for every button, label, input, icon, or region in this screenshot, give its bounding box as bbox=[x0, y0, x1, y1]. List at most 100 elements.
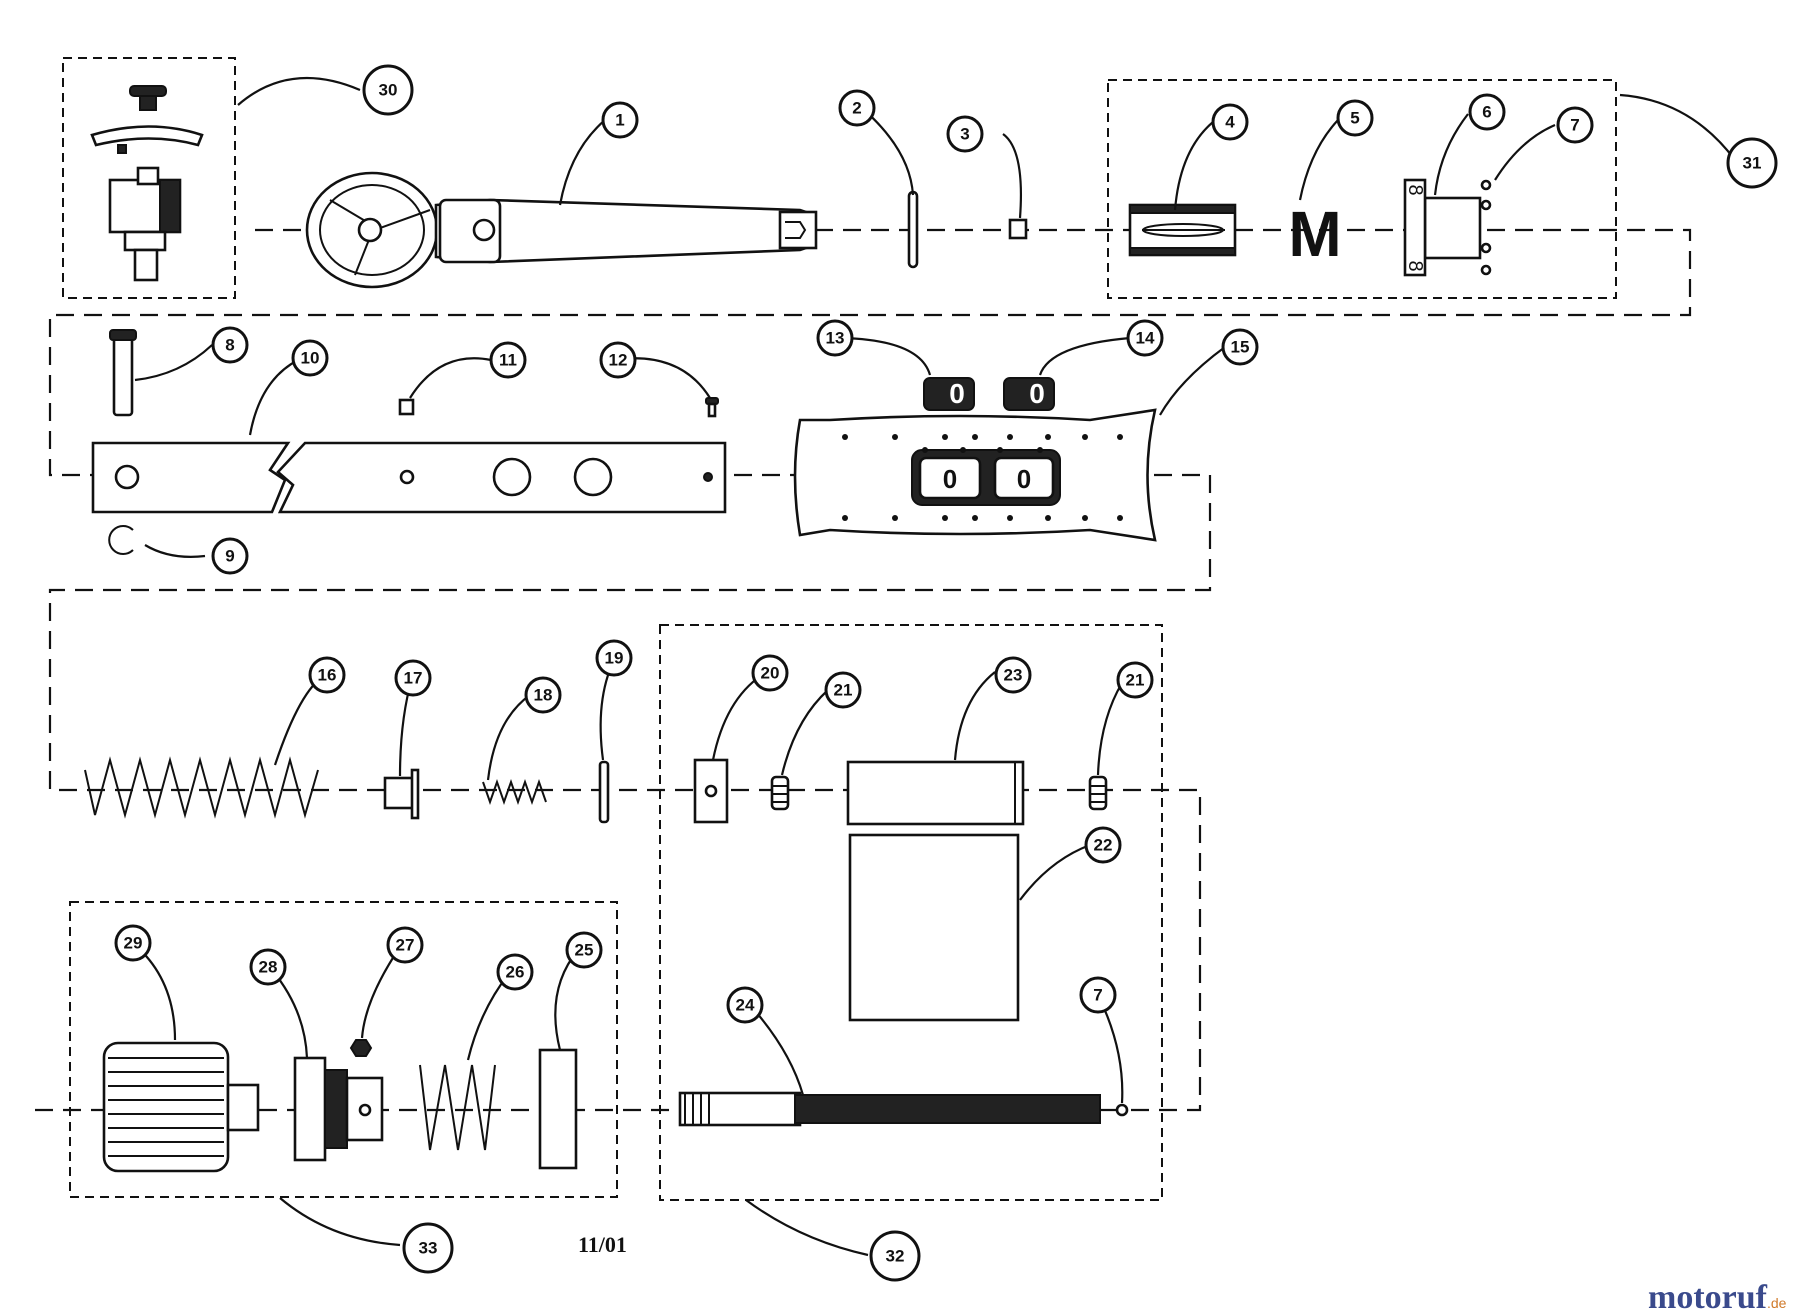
svg-text:2: 2 bbox=[852, 99, 861, 118]
part-10-bar bbox=[91, 441, 727, 514]
callout-21a: 21 bbox=[824, 671, 862, 709]
svg-text:12: 12 bbox=[609, 351, 628, 370]
svg-text:27: 27 bbox=[396, 936, 415, 955]
grip-dots bbox=[842, 434, 1123, 521]
svg-text:30: 30 bbox=[379, 81, 398, 100]
callout-14: 14 bbox=[1126, 319, 1164, 357]
callout-13: 13 bbox=[816, 319, 854, 357]
part-20-block bbox=[693, 758, 729, 824]
date-code: 11/01 bbox=[578, 1232, 627, 1257]
part-9-c-clip bbox=[108, 525, 134, 555]
group-box-30 bbox=[62, 57, 236, 299]
callout-17: 17 bbox=[394, 659, 432, 697]
svg-text:8: 8 bbox=[1404, 260, 1426, 271]
grip-scale-left: 0 bbox=[943, 464, 957, 494]
callout-22: 22 bbox=[1084, 826, 1122, 864]
part-19-washer bbox=[598, 760, 610, 824]
callout-32: 32 bbox=[869, 1230, 921, 1282]
part-21-spring-left bbox=[770, 775, 790, 811]
callout-15: 15 bbox=[1221, 328, 1259, 366]
part-14-decal: 0 bbox=[1003, 377, 1055, 411]
callout-21b: 21 bbox=[1116, 661, 1154, 699]
svg-text:4: 4 bbox=[1225, 113, 1235, 132]
svg-text:8: 8 bbox=[1404, 184, 1426, 195]
callout-16: 16 bbox=[308, 656, 346, 694]
grip-scale-right: 0 bbox=[1017, 464, 1031, 494]
part-23-cylinder bbox=[846, 760, 1025, 826]
callout-33: 33 bbox=[402, 1222, 454, 1274]
callout-18: 18 bbox=[524, 676, 562, 714]
svg-text:8: 8 bbox=[225, 336, 234, 355]
part-8-pin bbox=[109, 329, 137, 417]
part-7-balls bbox=[1480, 179, 1492, 276]
callout-31: 31 bbox=[1726, 137, 1778, 189]
part-21-spring-right bbox=[1088, 775, 1108, 811]
callout-23: 23 bbox=[994, 656, 1032, 694]
svg-text:18: 18 bbox=[534, 686, 553, 705]
group-box-32 bbox=[659, 624, 1163, 1201]
svg-text:24: 24 bbox=[736, 996, 755, 1015]
part-18-small-spring bbox=[482, 778, 547, 806]
callout-3: 3 bbox=[946, 115, 984, 153]
part-7-ball bbox=[1115, 1103, 1129, 1117]
callout-19: 19 bbox=[595, 639, 633, 677]
group-box-33 bbox=[69, 901, 618, 1198]
svg-text:26: 26 bbox=[506, 963, 525, 982]
svg-text:31: 31 bbox=[1743, 154, 1762, 173]
svg-text:13: 13 bbox=[826, 329, 845, 348]
watermark-main: motoruf bbox=[1648, 1279, 1768, 1316]
svg-text:28: 28 bbox=[259, 958, 278, 977]
part-16-spring bbox=[84, 756, 319, 819]
svg-text:0: 0 bbox=[1029, 378, 1045, 409]
part-17-bushing bbox=[383, 768, 420, 820]
group-box-31 bbox=[1107, 79, 1617, 299]
svg-text:21: 21 bbox=[1126, 671, 1145, 690]
watermark-tld: .de bbox=[1767, 1295, 1787, 1311]
svg-text:11: 11 bbox=[499, 351, 517, 370]
svg-text:7: 7 bbox=[1093, 986, 1102, 1005]
callout-11: 11 bbox=[489, 341, 527, 379]
svg-text:9: 9 bbox=[225, 547, 234, 566]
callout-28: 28 bbox=[249, 948, 287, 986]
callout-9: 9 bbox=[211, 537, 249, 575]
svg-text:33: 33 bbox=[419, 1239, 438, 1258]
svg-text:3: 3 bbox=[960, 125, 969, 144]
part-6-clip: 8 8 bbox=[1403, 178, 1482, 277]
svg-text:29: 29 bbox=[124, 934, 143, 953]
part-5-letter-m: M bbox=[1288, 198, 1341, 270]
callout-1: 1 bbox=[601, 101, 639, 139]
callout-2: 2 bbox=[838, 89, 876, 127]
svg-text:21: 21 bbox=[834, 681, 853, 700]
part-11-square bbox=[398, 398, 415, 416]
part-15-grip: 0 0 bbox=[793, 408, 1157, 542]
callout-7a: 7 bbox=[1556, 106, 1594, 144]
svg-text:19: 19 bbox=[605, 649, 624, 668]
part-1-handle bbox=[305, 171, 818, 289]
watermark: motoruf.de bbox=[1648, 1279, 1787, 1316]
svg-text:0: 0 bbox=[949, 378, 965, 409]
part-13-decal: 0 bbox=[923, 377, 975, 411]
assembly-axis-row1 bbox=[48, 228, 1692, 1112]
svg-text:5: 5 bbox=[1350, 109, 1359, 128]
part-2-pin bbox=[907, 190, 919, 269]
leader-lines bbox=[134, 76, 1736, 1257]
part-27-nut bbox=[349, 1039, 373, 1057]
svg-text:23: 23 bbox=[1004, 666, 1023, 685]
callout-4: 4 bbox=[1211, 103, 1249, 141]
callout-10: 10 bbox=[291, 339, 329, 377]
svg-text:17: 17 bbox=[404, 669, 423, 688]
part-25-plate bbox=[538, 1048, 578, 1170]
part-30-switch-assembly bbox=[90, 85, 204, 282]
part-24-threaded-rod bbox=[678, 1091, 1101, 1127]
part-3-block bbox=[1008, 218, 1028, 240]
callout-25: 25 bbox=[565, 931, 603, 969]
svg-text:14: 14 bbox=[1136, 329, 1155, 348]
callout-6: 6 bbox=[1468, 93, 1506, 131]
svg-text:6: 6 bbox=[1482, 103, 1491, 122]
svg-text:1: 1 bbox=[615, 111, 624, 130]
part-12-rivet bbox=[705, 397, 719, 418]
callout-30: 30 bbox=[362, 64, 414, 116]
callout-27: 27 bbox=[386, 926, 424, 964]
callout-29: 29 bbox=[114, 924, 152, 962]
